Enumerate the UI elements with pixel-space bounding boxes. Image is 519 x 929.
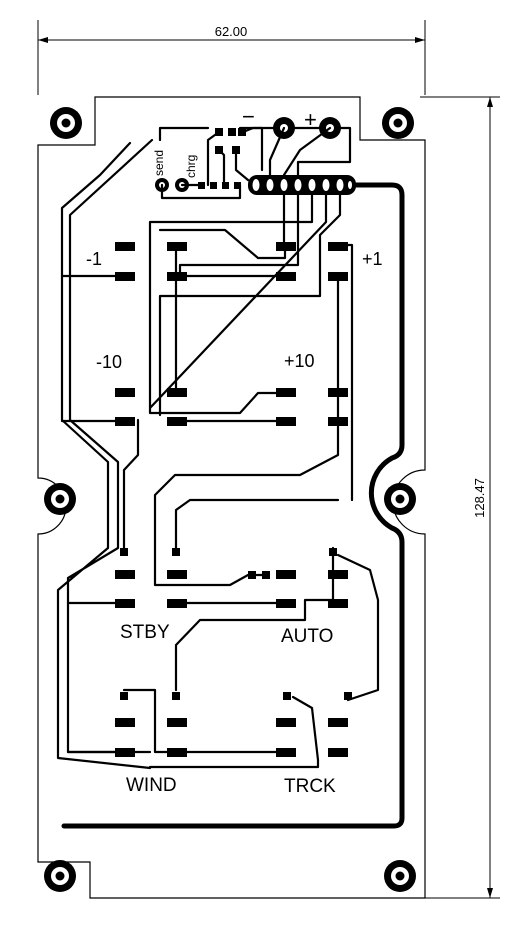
plus10-label: +10 [284,351,315,371]
board-outline [37,96,426,899]
button-wind-right[interactable] [167,692,187,757]
ground-loop-trace [56,126,352,770]
button-plus1[interactable] [328,242,348,281]
button-stack-upper-middle[interactable] [167,242,187,281]
button-lower-stby-right[interactable] [167,548,187,608]
button-trck[interactable] [276,692,296,757]
mounting-hole-top-right [382,107,414,139]
button-wind[interactable] [115,692,135,757]
button-stack-mid-right[interactable] [328,388,348,426]
mounting-hole-top-left [50,107,82,139]
button-auto-right[interactable] [328,548,348,608]
button-trck-right[interactable] [328,692,352,757]
width-dimension-label: 62.00 [215,24,248,39]
header-traces [148,126,342,417]
upper-button-traces [60,228,354,587]
button-stack-upper-right-inner[interactable] [276,242,296,281]
trck-label: TRCK [284,776,336,797]
mounting-hole-bottom-right [384,860,416,892]
pin-header [248,175,356,195]
minus1-label: -1 [86,249,102,269]
button-auto[interactable] [248,570,296,608]
plus-label: + [304,107,317,132]
button-minus1[interactable] [115,242,135,281]
button-stack-mid-middle[interactable] [167,388,187,426]
mounting-hole-bottom-left [44,860,76,892]
lower-button-traces [66,418,380,769]
chrg-label: chrg [184,155,198,178]
send-label: send [152,150,166,176]
button-stby[interactable] [115,548,135,608]
mounting-hole-middle-right [384,483,416,515]
width-dimension: 62.00 [37,20,426,95]
mounting-hole-middle-left [44,483,76,515]
auto-label: AUTO [281,626,333,647]
plus1-label: +1 [362,249,383,269]
button-plus10[interactable] [276,388,296,426]
wind-label: WIND [126,775,177,796]
height-dimension-label: 128.47 [472,478,487,518]
stby-label: STBY [120,622,170,643]
button-minus10[interactable] [115,388,135,426]
minus10-label: -10 [96,352,122,372]
minus-label: − [242,104,255,129]
power-trace [61,182,405,829]
